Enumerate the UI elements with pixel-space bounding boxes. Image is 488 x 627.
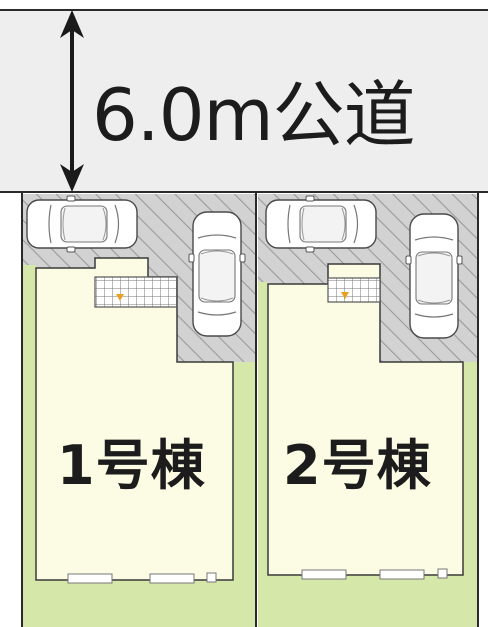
- lot-1-wall-unit-1: [67, 573, 113, 584]
- lot-2-garden-left: [258, 282, 268, 362]
- lot-1-wall-unit-2: [149, 573, 195, 584]
- lot-2-wall-unit-1: [301, 569, 347, 580]
- lot-1-meter-box: [206, 572, 217, 583]
- lot-1-entrance-mark: [116, 294, 124, 301]
- lot-2-entrance-mark: [341, 292, 349, 299]
- lot-1-car-2: [188, 211, 246, 337]
- lot-2-entrance-porch: [327, 277, 381, 303]
- lot-2-meter-box: [437, 568, 448, 579]
- lot-1-entrance-porch: [94, 276, 178, 308]
- lot-2-wall-unit-2: [379, 569, 425, 580]
- lot-2-car-2: [405, 213, 463, 339]
- lot-1-car-1: [26, 195, 138, 253]
- lot-1-garden-left: [22, 265, 36, 362]
- road-label: 6.0m公道: [92, 73, 416, 157]
- building-2-label: 2号棟: [283, 434, 432, 497]
- lot-boundaries: [21, 193, 479, 627]
- lot-1: [22, 194, 255, 627]
- road-width-arrow: [60, 10, 84, 192]
- building-1-label: 1号棟: [57, 434, 206, 497]
- lot-2-car-1: [265, 195, 377, 253]
- road-area: [0, 10, 488, 192]
- lot-2: [258, 194, 478, 627]
